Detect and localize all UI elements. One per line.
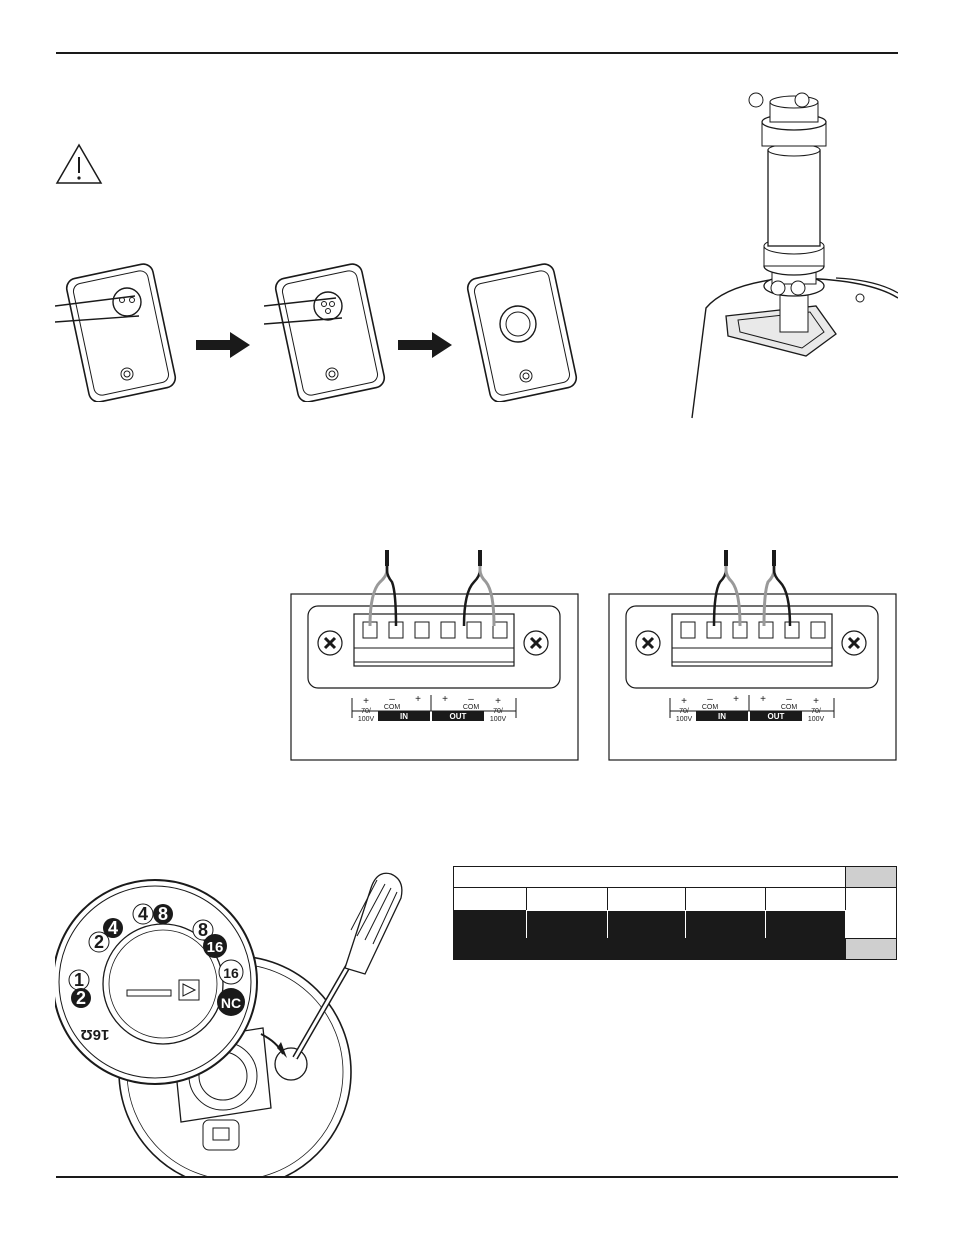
out-label: OUT: [768, 712, 785, 721]
table-header-shaded-cell: [845, 866, 897, 888]
table-dark-cell: [453, 938, 846, 960]
out-label: OUT: [450, 712, 467, 721]
terminal-wiring-diagram-right: + 70/ 100V – COM + + – COM + 70/ 100V IN…: [608, 550, 897, 761]
table-header-cell: [453, 866, 846, 888]
table-dark-cell: [765, 910, 846, 939]
terminal-plus-label: +: [813, 696, 819, 707]
tap-label: 2: [94, 932, 104, 952]
in-label: IN: [400, 712, 408, 721]
voltage-label: 100V: [808, 716, 825, 723]
terminal-minus-label: –: [707, 694, 713, 705]
warning-triangle-icon: [55, 143, 103, 184]
com-label: COM: [781, 704, 798, 711]
table-cell: [526, 887, 608, 911]
tap-label: 4: [108, 918, 118, 938]
voltage-label: 70/: [811, 708, 821, 715]
voltage-label: 70/: [361, 708, 371, 715]
terminal-wiring-diagram-left: + 70/ 100V – COM + + – COM + 70/ 100V IN…: [290, 550, 579, 761]
impedance-label: 16Ω: [81, 1026, 110, 1043]
terminal-minus-label: –: [389, 694, 395, 705]
table-merged-cell: [845, 887, 897, 939]
com-label: COM: [702, 704, 719, 711]
voltage-label: 70/: [493, 708, 503, 715]
screw-icon: [317, 630, 343, 656]
terminal-plus-label: +: [415, 694, 421, 705]
tap-label: NC: [221, 995, 241, 1011]
tap-selector-illustration: 4 8 2 4 1 2 8 16 16 NC 16Ω: [55, 872, 403, 1176]
tap-label: 16: [207, 939, 224, 956]
terminal-minus-label: –: [786, 694, 792, 705]
table-cell: [607, 887, 686, 911]
table-cell: [453, 887, 527, 911]
terminal-plus-label: +: [363, 696, 369, 707]
table-cell: [765, 887, 846, 911]
table-dark-cell: [685, 910, 766, 939]
tap-label: 8: [158, 904, 168, 924]
terminal-minus-label: –: [468, 694, 474, 705]
terminal-plus-label: +: [681, 696, 687, 707]
table-dark-cell: [607, 910, 686, 939]
table-dark-cell: [526, 910, 608, 939]
tap-settings-table: [453, 866, 897, 960]
voltage-label: 100V: [490, 716, 507, 723]
screw-icon: [841, 630, 867, 656]
terminal-plus-label: +: [442, 694, 448, 705]
plate-step-1: [55, 263, 177, 402]
com-label: COM: [384, 704, 401, 711]
arrow-right-icon: [398, 332, 452, 358]
plate-step-2: [264, 263, 386, 402]
table-shaded-cell: [845, 938, 897, 960]
bottom-rule: [56, 1176, 898, 1178]
arrow-right-icon: [196, 332, 250, 358]
plate-step-3: [466, 263, 578, 402]
tap-label: 2: [76, 988, 86, 1008]
screw-icon: [523, 630, 549, 656]
table-dark-cell: [453, 910, 527, 939]
voltage-label: 100V: [358, 716, 375, 723]
tap-label: 4: [138, 904, 148, 924]
top-rule: [56, 52, 898, 54]
tap-label: 1: [74, 970, 84, 990]
in-label: IN: [718, 712, 726, 721]
tap-label: 16: [223, 965, 239, 981]
voltage-label: 70/: [679, 708, 689, 715]
table-cell: [685, 887, 766, 911]
voltage-label: 100V: [676, 716, 693, 723]
tap-label: 8: [198, 920, 208, 940]
screwdriver-icon: [292, 872, 403, 1060]
screw-icon: [635, 630, 661, 656]
com-label: COM: [463, 704, 480, 711]
terminal-plus-label: +: [760, 694, 766, 705]
terminal-plus-label: +: [495, 696, 501, 707]
conduit-assembly-illustration: [691, 92, 898, 419]
terminal-plus-label: +: [733, 694, 739, 705]
